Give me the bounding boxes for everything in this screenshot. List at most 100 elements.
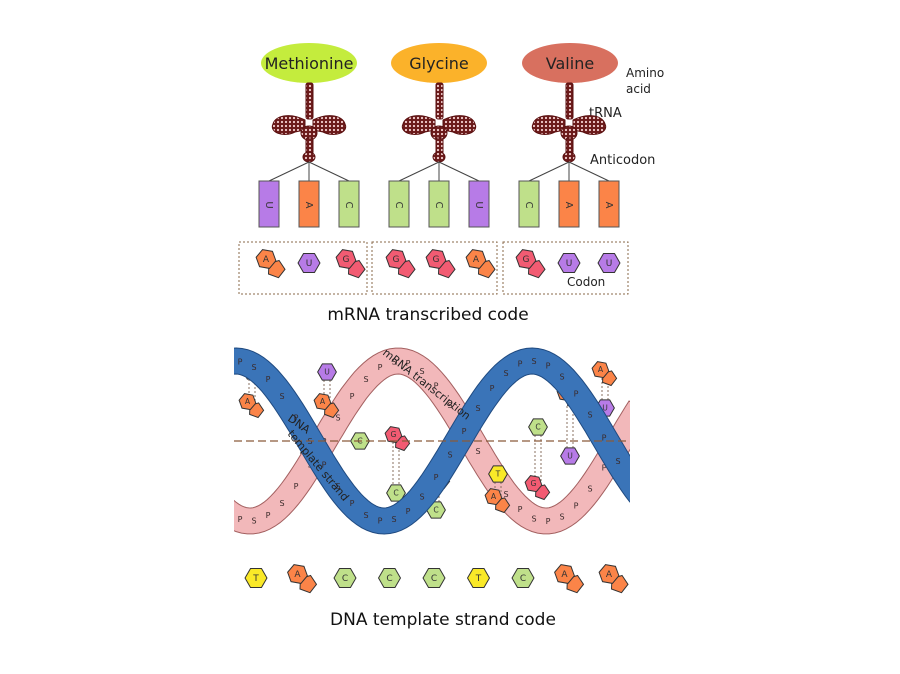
amino-acid-label: Glycine: [409, 54, 469, 73]
svg-text:U: U: [324, 368, 330, 377]
blue-strand-backbone-letter: S: [251, 363, 256, 372]
svg-text:U: U: [566, 259, 573, 269]
codon-base: A: [465, 249, 496, 279]
svg-text:A: A: [603, 202, 614, 209]
template-base: C: [333, 567, 357, 589]
pink-strand-backbone-letter: S: [475, 447, 480, 456]
pink-strand-backbone-letter: P: [406, 359, 411, 368]
blue-strand-backbone-letter: S: [587, 410, 592, 419]
blue-strand-backbone-letter: S: [531, 357, 536, 366]
trna-molecule: [398, 82, 480, 182]
blue-strand-backbone-letter: P: [378, 517, 383, 526]
pink-strand-backbone-letter: S: [531, 514, 536, 523]
anticodon-base: A: [598, 180, 620, 228]
helix-base: A: [313, 393, 340, 419]
svg-text:C: C: [386, 574, 392, 584]
svg-text:C: C: [520, 574, 526, 584]
codon-base: G: [515, 249, 546, 279]
helix-base: U: [560, 447, 580, 465]
pink-strand-backbone-letter: P: [266, 511, 271, 520]
template-base: C: [377, 567, 402, 589]
dna-title: DNA template strand code: [330, 610, 556, 630]
codon-base: G: [385, 249, 416, 279]
blue-strand-backbone-letter: P: [266, 375, 271, 384]
svg-text:C: C: [342, 574, 348, 584]
pink-strand-backbone-letter: S: [419, 367, 424, 376]
blue-strand-backbone-letter: S: [279, 392, 284, 401]
blue-strand-backbone-letter: S: [447, 451, 452, 460]
svg-text:U: U: [263, 201, 274, 208]
helix-base: T: [488, 465, 508, 483]
anticodon-base: U: [468, 180, 490, 228]
helix-base: C: [528, 418, 548, 436]
pink-strand-backbone-letter: P: [378, 363, 383, 372]
blue-strand-backbone-letter: S: [475, 404, 480, 413]
amino-acid-valine: Valine: [522, 43, 618, 83]
svg-text:A: A: [598, 365, 604, 374]
amino-acid-oval: [522, 43, 618, 83]
svg-text:C: C: [431, 574, 437, 584]
blue-strand-backbone-letter: S: [503, 369, 508, 378]
codon-box: [502, 241, 629, 295]
blue-strand-backbone-letter: P: [238, 357, 243, 366]
amino-acid-glycine: Glycine: [391, 43, 487, 83]
connector-line: [528, 161, 570, 182]
blue-strand-backbone-letter: P: [574, 389, 579, 398]
template-base: T: [466, 567, 491, 589]
template-base: T: [244, 567, 268, 589]
template-base: A: [287, 564, 318, 594]
blue-strand-backbone-letter: P: [322, 460, 327, 469]
pink-strand-backbone-letter: S: [391, 357, 396, 366]
mrna-title: mRNA transcribed code: [327, 305, 528, 325]
helix-base: A: [238, 393, 265, 419]
amino-acid-label-line1: Amino: [626, 66, 664, 80]
svg-text:A: A: [606, 570, 613, 580]
anticodon-base: C: [388, 180, 410, 228]
codon-base: U: [557, 252, 581, 274]
svg-text:U: U: [606, 259, 613, 269]
blue-strand: [234, 347, 630, 535]
blue-strand-backbone-letter: P: [518, 360, 523, 369]
pink-strand-backbone-letter: P: [294, 482, 299, 491]
blue-strand-backbone-letter: P: [462, 427, 467, 436]
svg-text:A: A: [294, 570, 301, 580]
template-base: A: [598, 564, 629, 594]
blue-strand-backbone-letter: S: [615, 457, 620, 466]
connector-line: [398, 161, 440, 182]
amino-acid-label-line2: acid: [626, 82, 651, 96]
codon-label: Codon: [567, 275, 605, 289]
codon-box: [238, 241, 368, 295]
svg-text:T: T: [475, 574, 482, 584]
svg-text:U: U: [306, 259, 313, 269]
pink-strand-backbone-letter: P: [546, 517, 551, 526]
pink-strand-backbone-letter: S: [251, 517, 256, 526]
svg-text:G: G: [390, 430, 396, 439]
pink-strand-backbone-letter: P: [518, 505, 523, 514]
anticodon-base: A: [298, 180, 320, 228]
svg-text:A: A: [245, 397, 251, 406]
svg-text:C: C: [433, 202, 444, 209]
svg-text:T: T: [252, 574, 259, 584]
svg-text:C: C: [343, 202, 354, 209]
template-base: C: [511, 567, 535, 589]
pink-strand-backbone-letter: S: [363, 375, 368, 384]
mrna-transcription-label: mRNA transcription: [380, 346, 473, 422]
helix-base: A: [591, 361, 618, 387]
blue-strand-backbone-letter: P: [294, 414, 299, 423]
svg-text:A: A: [473, 255, 480, 265]
svg-text:A: A: [303, 202, 314, 209]
svg-text:G: G: [433, 255, 440, 265]
blue-strand-backbone-letter: S: [335, 482, 340, 491]
trna-molecule: [528, 82, 610, 182]
helix-base: G: [384, 426, 411, 452]
pink-strand-backbone-letter: S: [279, 499, 284, 508]
codon-base: U: [597, 252, 621, 274]
blue-strand-backbone-letter: P: [490, 384, 495, 393]
svg-text:A: A: [561, 570, 568, 580]
connector-line: [308, 161, 350, 182]
blue-strand-backbone-letter: P: [406, 507, 411, 516]
pink-strand-backbone-letter: S: [559, 512, 564, 521]
